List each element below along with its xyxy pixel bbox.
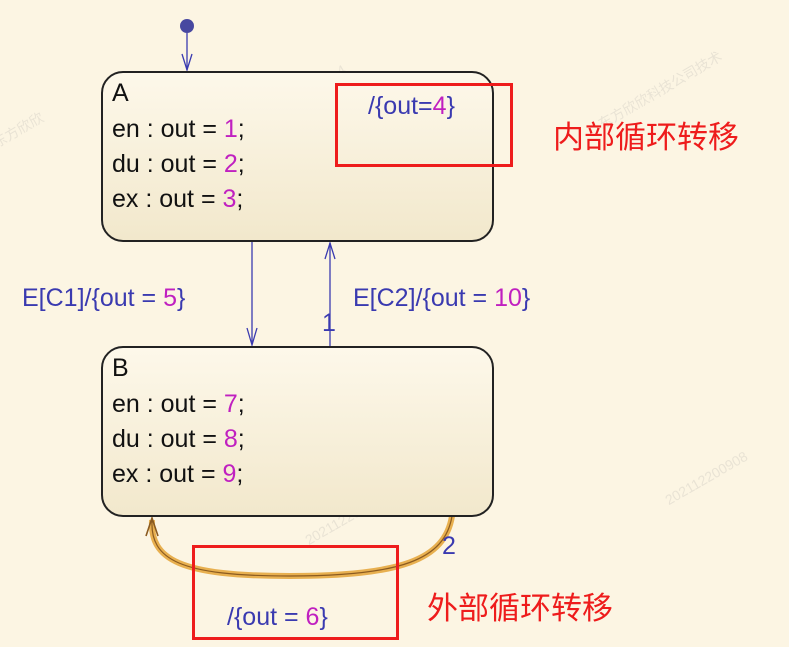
- state-a-name: A: [112, 79, 129, 107]
- action-suffix: ;: [236, 185, 244, 213]
- action-text: du : out =: [112, 425, 224, 453]
- label-value: 5: [163, 284, 177, 312]
- label-text: E[C2]/{out =: [353, 284, 495, 312]
- action-value: 7: [223, 390, 238, 418]
- action-value: 9: [222, 460, 237, 488]
- action-value: 8: [223, 425, 238, 453]
- b-to-a-priority: 1: [322, 309, 336, 337]
- action-value: 2: [223, 150, 238, 178]
- label-text: /{out =: [227, 603, 306, 631]
- label-suffix: }: [319, 603, 328, 631]
- default-transition-arrowhead: [181, 53, 193, 73]
- outer-loop-callout-box: [192, 545, 399, 640]
- action-suffix: ;: [236, 460, 244, 488]
- action-text: ex : out =: [112, 460, 223, 488]
- label-text: E[C1]/{out =: [22, 284, 164, 312]
- b-to-a-label[interactable]: E[C2]/{out = 10}: [353, 284, 530, 313]
- label-value: 10: [494, 284, 522, 312]
- outer-loop-label[interactable]: /{out = 6}: [227, 603, 328, 632]
- inner-loop-callout-label: 内部循环转移: [553, 120, 739, 156]
- outer-loop-transition[interactable]: [151, 515, 453, 577]
- state-a-exit-action: ex : out = 3;: [112, 185, 243, 214]
- state-b-name: B: [112, 354, 129, 382]
- label-value: 4: [432, 92, 447, 120]
- action-value: 1: [223, 115, 238, 143]
- state-a-entry-action: en : out = 1;: [112, 115, 245, 144]
- a-to-b-arrowhead: [246, 327, 258, 348]
- action-suffix: ;: [237, 115, 245, 143]
- action-text: en : out =: [112, 390, 224, 418]
- outer-loop-priority: 2: [442, 532, 456, 560]
- label-text: /{out=: [368, 92, 433, 120]
- a-to-b-label[interactable]: E[C1]/{out = 5}: [22, 284, 185, 313]
- state-b[interactable]: B en : out = 7; du : out = 8; ex : out =…: [101, 346, 494, 517]
- default-transition-dot[interactable]: [180, 19, 194, 33]
- label-suffix: }: [446, 92, 455, 120]
- state-b-exit-action: ex : out = 9;: [112, 460, 243, 489]
- action-text: en : out =: [112, 115, 224, 143]
- label-value: 6: [305, 603, 320, 631]
- b-to-a-arrowhead: [324, 240, 336, 260]
- state-a-during-action: du : out = 2;: [112, 150, 245, 179]
- state-b-entry-action: en : out = 7;: [112, 390, 245, 419]
- outer-loop-arrowhead: [145, 515, 159, 537]
- inner-loop-callout-box: [335, 83, 513, 167]
- action-value: 3: [222, 185, 237, 213]
- state-b-during-action: du : out = 8;: [112, 425, 245, 454]
- action-text: du : out =: [112, 150, 224, 178]
- label-suffix: }: [521, 284, 531, 312]
- inner-loop-label[interactable]: /{out=4}: [368, 92, 455, 121]
- action-suffix: ;: [237, 150, 245, 178]
- label-suffix: }: [176, 284, 186, 312]
- state-a[interactable]: A en : out = 1; du : out = 2; ex : out =…: [101, 71, 494, 242]
- action-suffix: ;: [237, 425, 245, 453]
- action-text: ex : out =: [112, 185, 223, 213]
- outer-loop-callout-label: 外部循环转移: [427, 591, 613, 627]
- action-suffix: ;: [237, 390, 245, 418]
